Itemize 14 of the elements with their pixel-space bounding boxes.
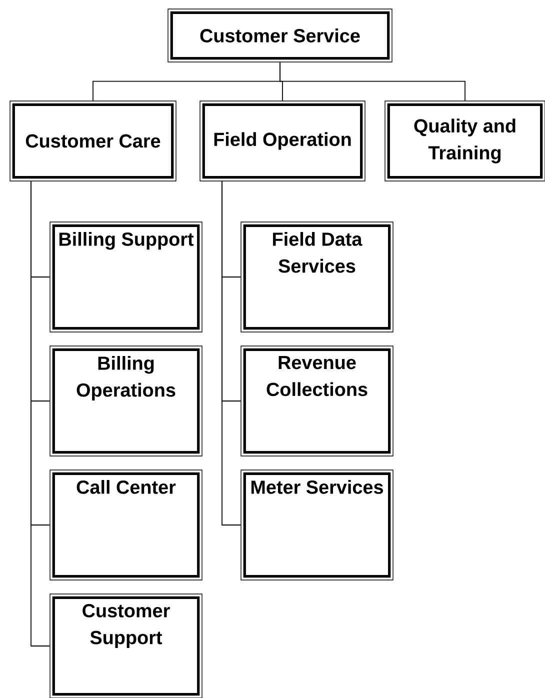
org-box: Field Data Services (240, 222, 394, 332)
org-box: Revenue Collections (240, 346, 394, 456)
org-box: Customer Service (168, 8, 392, 62)
connector-line (280, 62, 466, 102)
org-box: Meter Services (240, 470, 394, 580)
org-box: Customer Support (50, 594, 202, 698)
org-box: Quality and Training (384, 100, 545, 182)
org-box: Billing Operations (50, 346, 202, 456)
org-box: Field Operation (200, 100, 366, 182)
org-box: Customer Care (10, 100, 176, 182)
org-box: Call Center (50, 470, 202, 580)
connector-line (222, 180, 242, 526)
org-box: Billing Support (50, 222, 202, 332)
connector-line (30, 180, 50, 646)
